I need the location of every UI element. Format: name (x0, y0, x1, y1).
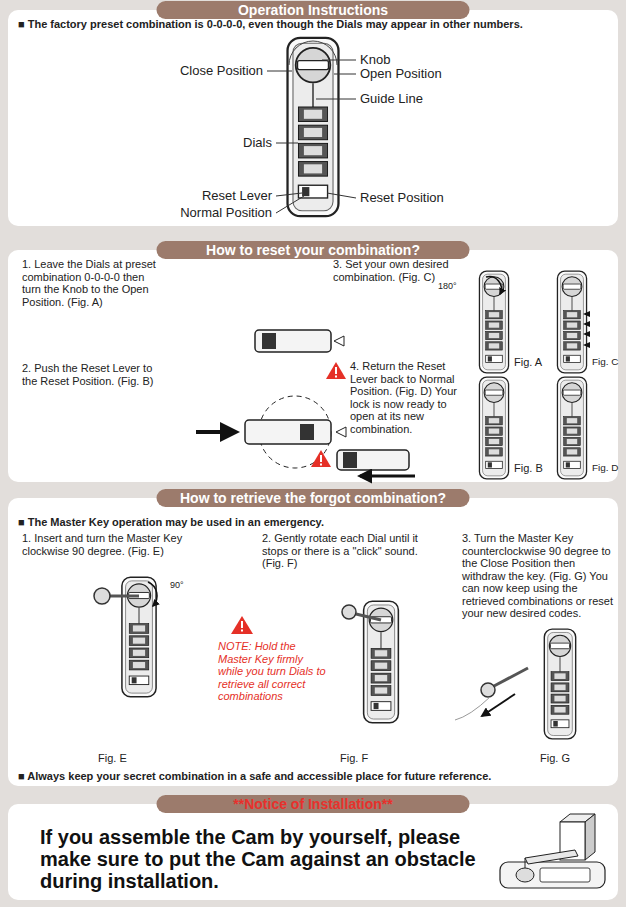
figure-label: Fig. G (540, 752, 580, 765)
part-name: Dials (200, 135, 272, 151)
note-text: ■ The factory preset combination is 0-0-… (18, 18, 622, 31)
part-name: Knob (360, 52, 460, 68)
step-text: 1. Leave the Dials at preset combination… (22, 258, 157, 308)
section-heading: How to retrieve the forgot combination? (157, 489, 470, 507)
section-heading: **Notice of Installation** (157, 795, 470, 813)
figure-label: Fig. D (592, 462, 624, 474)
warning-note: NOTE: Hold the Master Key firmly while y… (218, 640, 330, 703)
section-heading: Operation Instructions (157, 1, 470, 19)
part-name: Normal Position (130, 205, 272, 221)
step-text: 3. Turn the Master Key counterclockwise … (462, 532, 620, 620)
angle-mark: 180° (438, 281, 466, 292)
part-name: Reset Lever (150, 188, 272, 204)
panel-section: Operation Instructions (8, 10, 618, 226)
step-text: 1. Insert and turn the Master Key clockw… (22, 532, 202, 557)
figure-label: Fig. B (514, 462, 554, 475)
part-name: Close Position (130, 63, 263, 79)
step-text: 3. Set your own desired combination. (Fi… (333, 258, 458, 283)
figure-label: Fig. F (340, 752, 380, 765)
part-name: Reset Position (360, 190, 480, 206)
figure-label: Fig. C (592, 356, 624, 368)
section-heading: How to reset your combination? (157, 241, 470, 259)
part-name: Guide Line (360, 91, 460, 107)
notice-text: If you assemble the Cam by yourself, ple… (40, 826, 490, 892)
step-text: 2. Push the Reset Lever to the Reset Pos… (22, 362, 162, 387)
angle-mark: 90° (170, 580, 200, 591)
step-text: 4. Return the Reset Lever back to Normal… (350, 360, 470, 435)
step-text: 2. Gently rotate each Dial until it stop… (262, 532, 432, 570)
figure-label: Fig. A (514, 356, 554, 369)
figure-label: Fig. E (98, 752, 138, 765)
note-text: ■ Always keep your secret combination in… (18, 770, 618, 783)
part-name: Open Position (360, 66, 480, 82)
note-text: ■ The Master Key operation may be used i… (18, 516, 618, 529)
